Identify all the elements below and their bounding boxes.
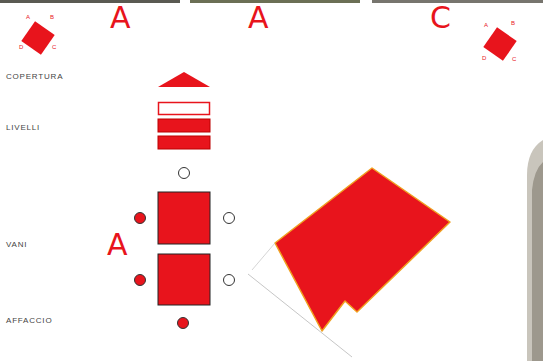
arch-photo <box>527 140 543 361</box>
arch-photo <box>532 162 543 361</box>
compass-square <box>21 21 54 54</box>
compass-letter: D <box>482 55 486 61</box>
level-bar <box>158 136 210 149</box>
opening-dot <box>178 318 189 329</box>
opening-dot <box>135 275 146 286</box>
compass-letter: C <box>52 44 56 50</box>
view-letter: C <box>430 3 451 33</box>
opening-dot <box>135 213 146 224</box>
view-letter: A <box>248 3 269 33</box>
row-label: AFFACCIO <box>6 317 52 325</box>
compass-letter: C <box>512 56 516 62</box>
dimension-line <box>252 243 275 270</box>
opening-dot <box>179 168 190 179</box>
opening-dot <box>224 213 235 224</box>
opening-dot <box>224 275 235 286</box>
row-label: LIVELLI <box>6 124 40 132</box>
roof-symbol <box>158 72 210 87</box>
type-letter: A <box>107 230 128 260</box>
level-bar <box>158 119 210 132</box>
compass-letter: A <box>484 22 488 28</box>
compass-letter: A <box>26 14 30 20</box>
photo-strip <box>190 0 360 3</box>
photo-strip <box>372 0 543 3</box>
room-square <box>158 192 210 244</box>
row-label: COPERTURA <box>6 73 63 81</box>
level-bar <box>159 103 210 115</box>
floor-plan <box>275 168 450 331</box>
photo-strip <box>0 0 180 3</box>
compass-square <box>483 27 516 60</box>
room-square <box>158 254 210 305</box>
compass-letter: B <box>50 14 54 20</box>
view-letter: A <box>110 3 131 33</box>
row-label: VANI <box>6 241 27 249</box>
compass-letter: D <box>19 44 23 50</box>
dimension-line <box>248 274 352 357</box>
compass-letter: B <box>511 20 515 26</box>
